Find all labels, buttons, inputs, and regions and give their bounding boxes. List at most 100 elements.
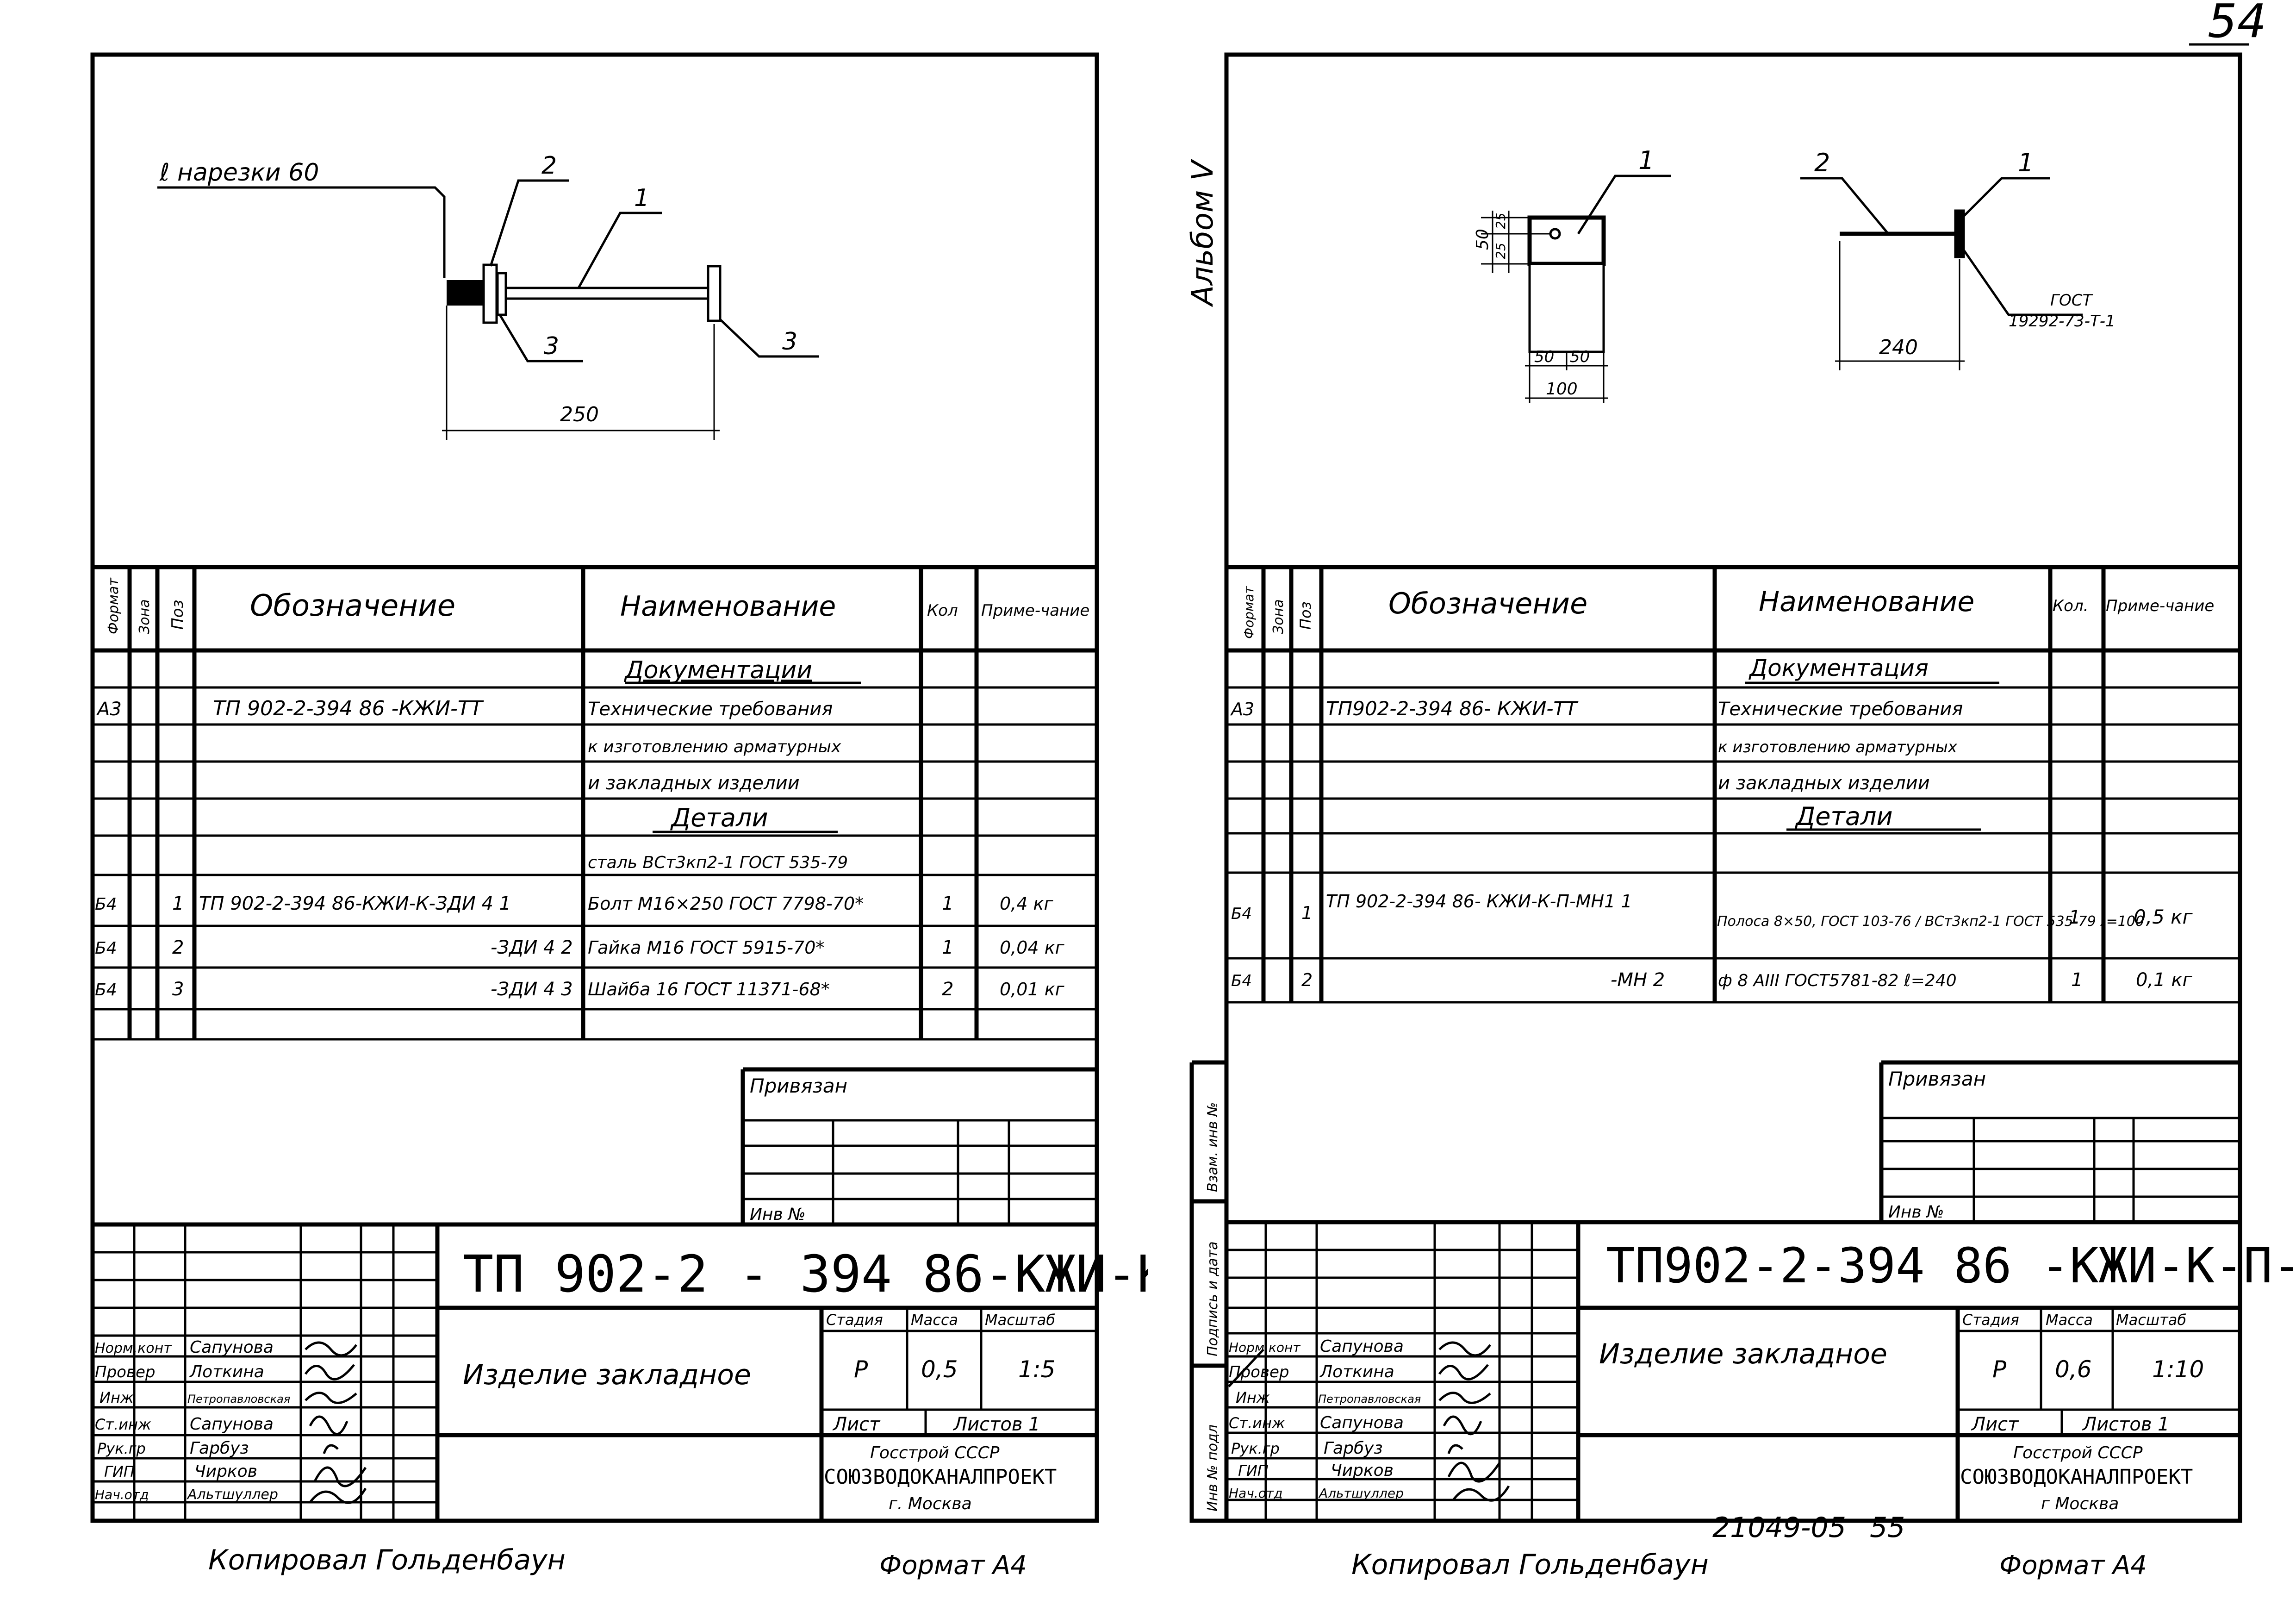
leader-gost: [1962, 249, 2083, 316]
leader-1b: [1961, 177, 2050, 219]
dim-25a: 25: [1493, 212, 1508, 229]
staff-6-name: Альтшуллер: [1318, 1486, 1404, 1501]
row-2-name: к изготовлению арматурных: [588, 737, 841, 756]
scale-value: 1:10: [2152, 1356, 2204, 1383]
org-line2: СОЮЗВОДОКАНАЛПРОЕКТ: [1960, 1465, 2193, 1489]
doc-code: ТП902-2-394 86 -КЖИ-К-П-МН1: [1606, 1237, 2296, 1294]
org-line1: Госстрой СССР: [870, 1443, 1000, 1462]
staff-3-role: Ст.инж: [1229, 1414, 1285, 1432]
tie-grid: [743, 1119, 1097, 1224]
row-6-pos: 2: [1301, 970, 1313, 990]
row-1-designation: ТП 902-2-394 86 -КЖИ-ТТ: [213, 697, 484, 720]
hdr-designation: Обозначение: [250, 589, 455, 623]
dim-100: 100: [1546, 380, 1578, 399]
staff-3-role: Ст.инж: [95, 1416, 151, 1433]
leader-1a: [1577, 175, 1671, 235]
hdr-name: Наименование: [620, 590, 836, 623]
tied-label: Привязан: [750, 1074, 847, 1097]
side-stamp: Взам. инв № Подпись и дата Инв № подл: [1189, 1060, 1226, 1523]
callout-1: 1: [634, 184, 649, 212]
dim-240: 240: [1879, 336, 1918, 359]
hdr-pos: Поз: [1297, 601, 1314, 630]
side-label-1: Подпись и дата: [1205, 1242, 1221, 1357]
dim-250: 250: [560, 403, 599, 426]
scale-label: Масштаб: [2116, 1311, 2186, 1329]
bolt-head: [707, 265, 722, 322]
row-7-designation: -ЗДИ 4 2: [491, 937, 573, 958]
row-7-format: Б4: [95, 939, 117, 958]
album-label: Альбом V: [1186, 158, 1220, 307]
row-5-name: сталь ВСт3кп2-1 ГОСТ 535-79: [588, 853, 848, 872]
bolt-drawing: ℓ нарезки 60 2 1 3 3 250: [157, 152, 819, 440]
signatures: [1438, 1341, 1510, 1502]
leader-1: [577, 212, 662, 289]
sheet-right: Альбом V 50 25 25 50 50 100 1 2 1 ГОСТ 1…: [1148, 0, 2296, 1624]
side-stamp-frame: [1189, 1060, 1226, 1523]
callout-3b: 3: [782, 328, 797, 356]
hdr-pos: Поз: [168, 600, 187, 630]
staff-4-name: Гарбуз: [190, 1439, 249, 1458]
sheet-right-drawing: Альбом V 50 25 25 50 50 100 1 2 1 ГОСТ 1…: [1186, 52, 2296, 1581]
thread-leader: [157, 186, 446, 278]
plate-dims: [1481, 211, 1608, 403]
side-label-2: Инв № подл: [1205, 1424, 1221, 1512]
org-line1: Госстрой СССР: [2013, 1443, 2143, 1462]
gost-line1: ГОСТ: [2050, 291, 2093, 310]
doc-code: ТП 902-2 - 394 86-КЖИ-К-ЗДИ-4: [463, 1244, 1148, 1304]
row-6-qty: 1: [2071, 969, 2083, 991]
row-2-name: к изготовлению арматурных: [1718, 738, 1958, 756]
row-7-name: Гайка М16 ГОСТ 5915-70*: [588, 937, 824, 958]
sheets-label: Листов 1: [2082, 1414, 2170, 1435]
hdr-zone: Зона: [137, 599, 153, 634]
thread-end: [447, 280, 488, 306]
mass-value: 0,6: [2055, 1356, 2092, 1383]
row-8-designation: -ЗДИ 4 3: [491, 979, 573, 1000]
row-4-name: Детали: [670, 803, 768, 832]
staff-3-name: Сапунова: [190, 1415, 274, 1434]
row-5-format: Б4: [1231, 905, 1252, 923]
table-header-lines: [93, 565, 1097, 653]
dim-50a: 50: [1534, 348, 1554, 366]
title-frame: [1226, 1220, 2240, 1521]
callout-2: 2: [541, 152, 557, 180]
table-col-lines: [127, 567, 979, 1039]
washer-pos3: [496, 272, 507, 316]
row-7-pos: 2: [172, 937, 184, 958]
staff-cols: [1264, 1222, 1533, 1521]
frame: [90, 52, 1099, 1523]
tied-label: Привязан: [1888, 1068, 1986, 1090]
table-row-lines: [1226, 686, 2240, 1004]
row-1-designation: ТП902-2-394 86- КЖИ-ТТ: [1326, 697, 1579, 720]
org-line2: СОЮЗВОДОКАНАЛПРОЕКТ: [824, 1465, 1057, 1489]
stage-grid: [821, 1308, 1097, 1435]
scale-value: 1:5: [1018, 1356, 1055, 1383]
format-label: Формат А4: [1999, 1550, 2147, 1580]
staff-6-role: Нач.отд: [95, 1487, 149, 1502]
stamp-slash: [1228, 1349, 1264, 1387]
hdr-qty: Кол: [927, 601, 958, 620]
row-5-name: Полоса 8×50, ГОСТ 103-76 / ВСт3кп2-1 ГОС…: [1717, 913, 2144, 930]
row-6-note: 0,4 кг: [1000, 893, 1053, 914]
title-frame: [93, 1222, 1097, 1521]
side-label-0: Взам. инв №: [1205, 1102, 1221, 1192]
row-5-pos: 1: [1301, 903, 1313, 923]
dim-250-lines: [442, 306, 720, 440]
leader-3a: [498, 314, 583, 362]
stage-value: Р: [1992, 1356, 2007, 1383]
thread-label: ℓ нарезки 60: [159, 159, 319, 187]
mass-label: Масса: [2046, 1311, 2093, 1329]
staff-3-name: Сапунова: [1320, 1413, 1404, 1432]
row-6-format: Б4: [95, 895, 117, 914]
tie-block: Привязан Инв №: [1879, 1060, 2242, 1222]
inv-label: Инв №: [1888, 1203, 1944, 1222]
staff-5-name: Чирков: [1331, 1461, 1394, 1480]
doc-title: Изделие закладное: [463, 1359, 751, 1391]
hdr-note: Приме-чание: [981, 601, 1089, 620]
callout-1a: 1: [1638, 146, 1654, 175]
hdr-note: Приме-чание: [2106, 597, 2214, 615]
staff-4-role: Рук.гр: [97, 1440, 146, 1457]
row-1-name: Технические требования: [1718, 699, 1963, 720]
scale-label: Масштаб: [985, 1311, 1055, 1329]
callout-3a: 3: [544, 332, 559, 360]
spec-table: Формат Зона Поз Обозначение Наименование…: [1226, 565, 2240, 1004]
